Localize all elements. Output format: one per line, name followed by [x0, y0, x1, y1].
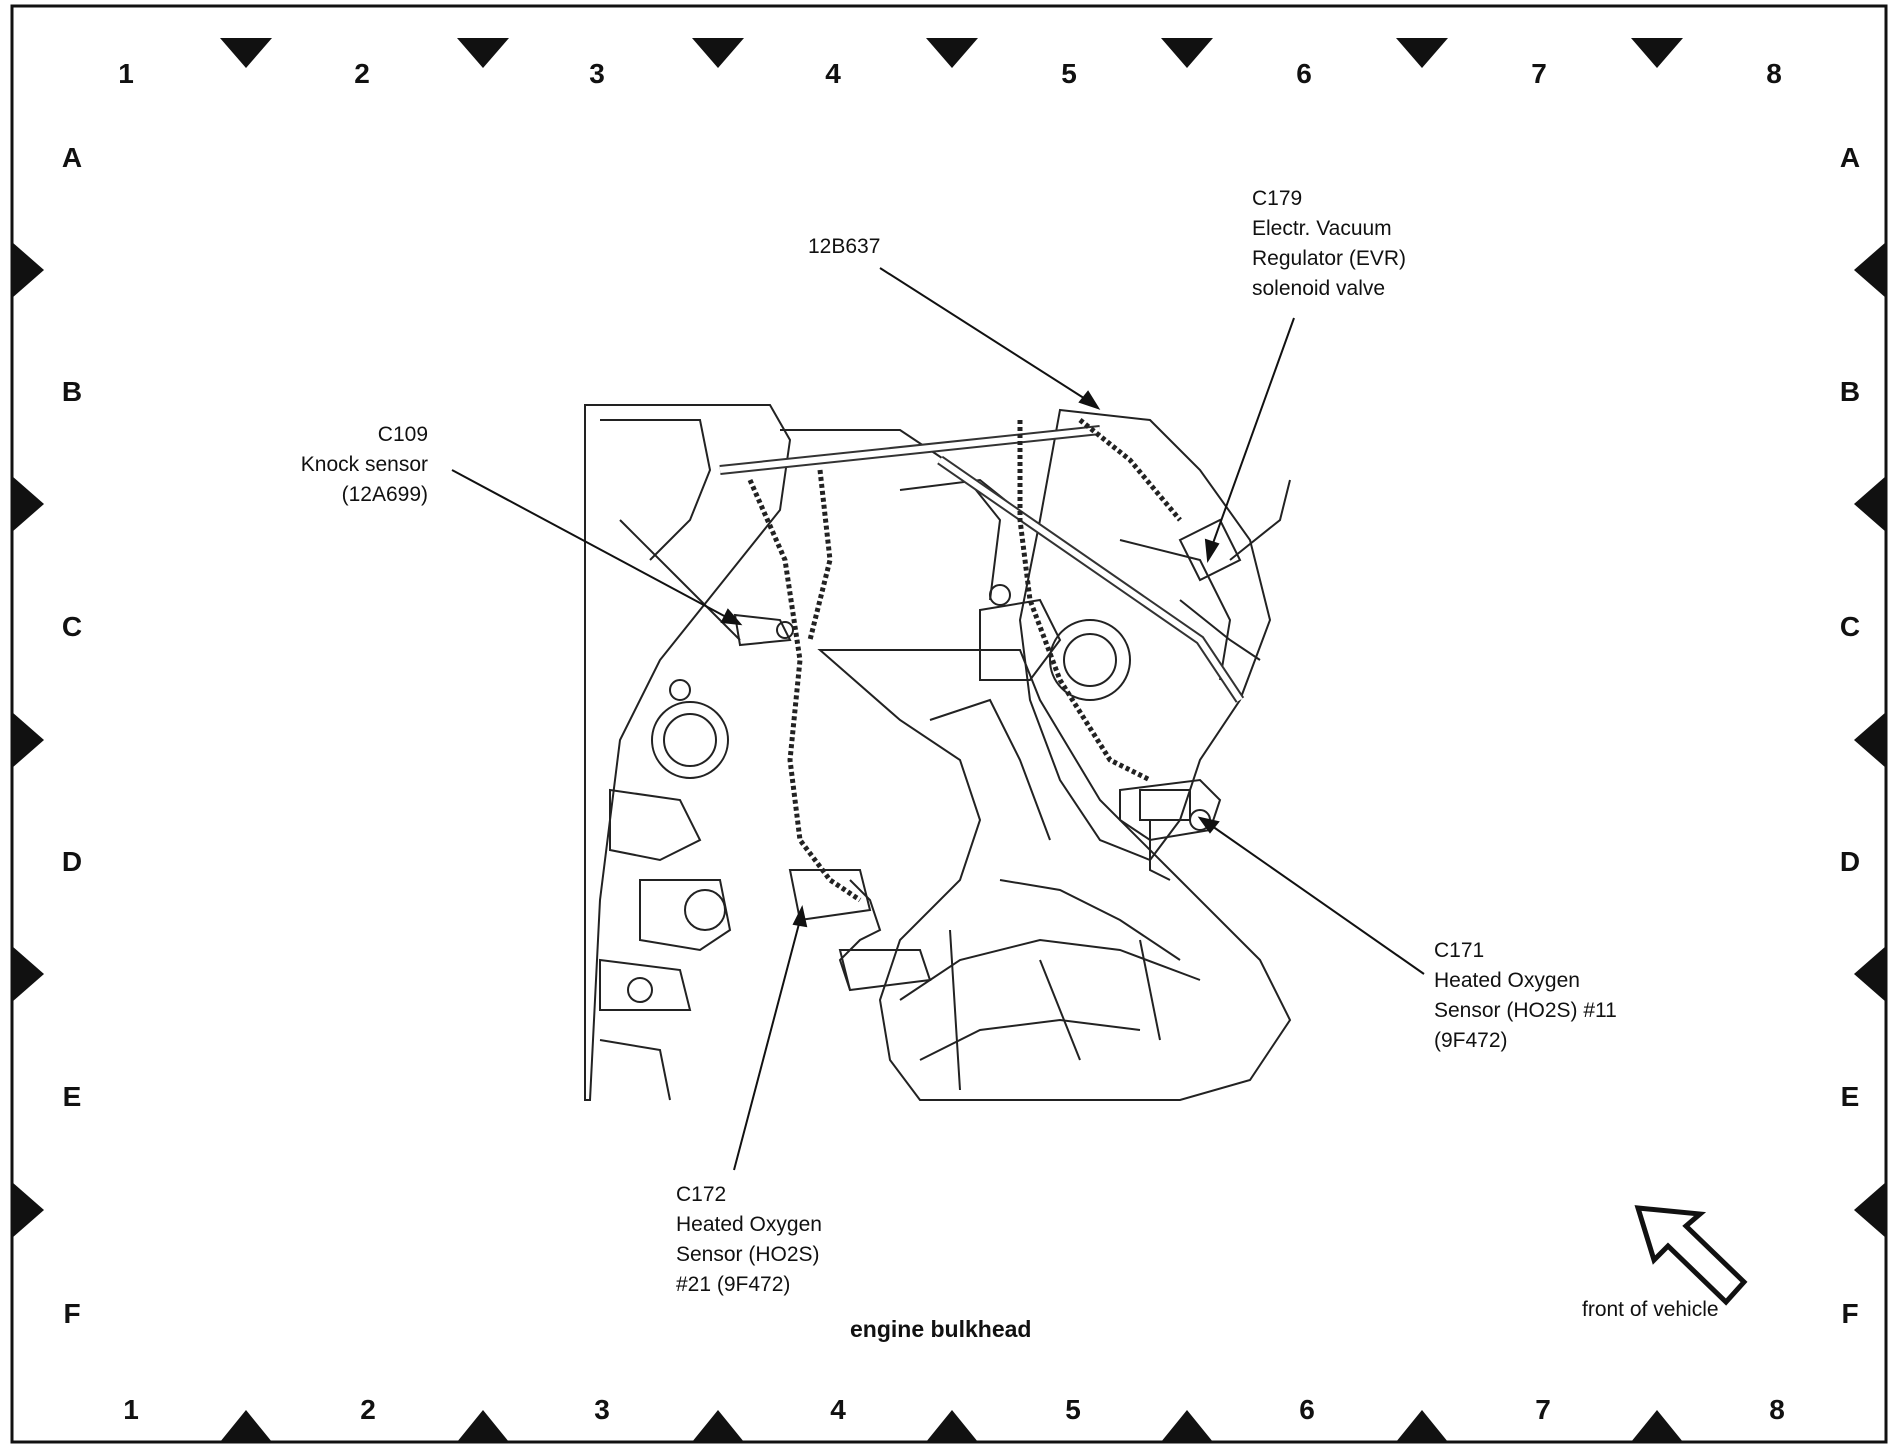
triangle-marker-icon — [1854, 476, 1886, 532]
row-label-right-B: B — [1839, 376, 1861, 407]
arrow-up-left-icon — [1634, 1205, 1748, 1306]
leader-c109 — [451, 469, 729, 619]
triangle-marker-icon — [1631, 38, 1683, 68]
column-label-bottom-5: 5 — [1065, 1394, 1081, 1425]
triangle-marker-icon — [692, 38, 744, 68]
triangle-marker-icon — [1161, 38, 1213, 68]
left-grid-markers — [12, 242, 44, 1238]
column-label-bottom-3: 3 — [594, 1394, 610, 1425]
row-label-left-B: B — [61, 376, 83, 407]
column-label-top-1: 1 — [118, 58, 134, 89]
callout-c109-line-2: (12A699) — [341, 483, 428, 506]
row-label-right-C: C — [1839, 611, 1861, 642]
triangle-marker-icon — [1161, 1410, 1213, 1442]
triangle-marker-icon — [1854, 712, 1886, 768]
row-label-left-E: E — [62, 1081, 82, 1112]
column-label-top-2: 2 — [354, 58, 370, 89]
diagram-border — [10, 4, 1888, 1444]
triangle-marker-icon — [12, 242, 44, 298]
column-label-bottom-8: 8 — [1769, 1394, 1785, 1425]
triangle-marker-icon — [1854, 242, 1886, 298]
callout-c171-line-3: (9F472) — [1434, 1029, 1508, 1052]
row-label-left-A: A — [61, 142, 83, 173]
callout-c179-id: C179 — [1252, 187, 1303, 210]
triangle-marker-icon — [926, 1410, 978, 1442]
leader-c172 — [733, 919, 801, 1171]
triangle-marker-icon — [220, 1410, 272, 1442]
column-label-bottom-4: 4 — [830, 1394, 846, 1425]
column-label-top-8: 8 — [1766, 58, 1782, 89]
callout-c172-line-3: #21 (9F472) — [676, 1273, 791, 1296]
triangle-marker-icon — [12, 1182, 44, 1238]
column-label-bottom-2: 2 — [360, 1394, 376, 1425]
triangle-marker-icon — [1854, 946, 1886, 1002]
leader-c179 — [1211, 317, 1295, 547]
callout-c109-id: C109 — [377, 423, 428, 446]
right-grid-markers — [1854, 242, 1886, 1238]
callout-c109-line-1: Knock sensor — [300, 453, 428, 476]
callout-c179-line-2: Regulator (EVR) — [1252, 247, 1407, 270]
front-of-vehicle-label: front of vehicle — [1582, 1298, 1719, 1321]
callout-12b637-id: 12B637 — [808, 235, 881, 258]
triangle-marker-icon — [457, 38, 509, 68]
row-label-left-F: F — [63, 1298, 81, 1329]
callout-c172: C172 Heated Oxygen Sensor (HO2S) #21 (9F… — [676, 1180, 822, 1300]
bottom-grid-markers — [220, 1410, 1683, 1442]
callout-c109: C109 Knock sensor (12A699) — [270, 420, 428, 510]
leader-lines — [451, 267, 1425, 1171]
callout-c179-line-1: Electr. Vacuum — [1252, 217, 1392, 240]
triangle-marker-icon — [12, 946, 44, 1002]
callout-c172-line-1: Heated Oxygen — [676, 1213, 822, 1236]
column-label-top-5: 5 — [1061, 58, 1077, 89]
triangle-marker-icon — [12, 476, 44, 532]
row-label-left-C: C — [61, 611, 83, 642]
callout-c179: C179 Electr. Vacuum Regulator (EVR) sole… — [1252, 184, 1406, 304]
callout-c171-id: C171 — [1434, 939, 1485, 962]
column-label-bottom-1: 1 — [123, 1394, 139, 1425]
triangle-marker-icon — [692, 1410, 744, 1442]
triangle-marker-icon — [926, 38, 978, 68]
column-label-bottom-7: 7 — [1535, 1394, 1551, 1425]
callout-c171-line-1: Heated Oxygen — [1434, 969, 1580, 992]
column-label-bottom-6: 6 — [1299, 1394, 1315, 1425]
triangle-marker-icon — [1396, 38, 1448, 68]
triangle-marker-icon — [12, 712, 44, 768]
column-label-top-6: 6 — [1296, 58, 1312, 89]
bulkhead-label: engine bulkhead — [850, 1316, 1032, 1342]
row-label-right-E: E — [1840, 1081, 1860, 1112]
engine-illustration — [584, 404, 1292, 1101]
column-label-top-3: 3 — [589, 58, 605, 89]
top-grid-markers — [220, 38, 1683, 68]
triangle-marker-icon — [457, 1410, 509, 1442]
column-label-top-7: 7 — [1531, 58, 1547, 89]
callout-c171-line-2: Sensor (HO2S) #11 — [1434, 999, 1617, 1022]
column-label-top-4: 4 — [825, 58, 841, 89]
callout-c179-line-3: solenoid valve — [1252, 277, 1386, 300]
triangle-marker-icon — [1631, 1410, 1683, 1442]
row-label-right-A: A — [1839, 142, 1861, 173]
triangle-marker-icon — [1396, 1410, 1448, 1442]
callout-c172-line-2: Sensor (HO2S) — [676, 1243, 820, 1266]
row-label-right-D: D — [1839, 846, 1861, 877]
row-label-right-F: F — [1841, 1298, 1859, 1329]
row-label-left-D: D — [61, 846, 83, 877]
callout-c172-id: C172 — [676, 1183, 727, 1206]
callout-12b637: 12B637 — [808, 232, 880, 262]
leader-12b637 — [879, 267, 1091, 403]
leader-c171 — [1211, 825, 1425, 975]
triangle-marker-icon — [1854, 1182, 1886, 1238]
triangle-marker-icon — [220, 38, 272, 68]
callout-c171: C171 Heated Oxygen Sensor (HO2S) #11 (9F… — [1434, 936, 1617, 1056]
